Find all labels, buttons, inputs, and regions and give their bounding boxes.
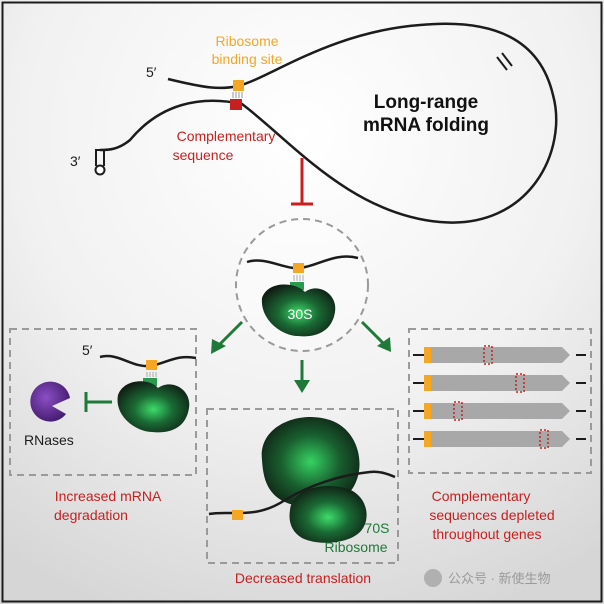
depleted-line3: throughout genes [433, 526, 542, 542]
title-line1: Long-range [374, 92, 479, 113]
gene-rbs [424, 431, 431, 447]
outcome-arrows [211, 320, 391, 393]
folding-panel: 5′ 3′ Ribosome binding site Complementar… [70, 22, 558, 224]
30s-binding-site [290, 282, 304, 290]
watermark-text: 公众号 · 新使生物 [448, 571, 551, 586]
degradation-line2: degradation [54, 507, 128, 523]
rbs-middle [232, 510, 243, 520]
large-subunit-50s [261, 416, 360, 507]
five-prime-top-label: 5′ [146, 64, 157, 80]
genes-panel [408, 328, 592, 474]
degradation-box [9, 328, 197, 476]
title-line2: mRNA folding [363, 115, 489, 136]
gene-4 [413, 429, 586, 449]
gene-rows [413, 345, 586, 449]
rbs-label-line1: Ribosome [215, 33, 278, 49]
mrna-upper-strand [99, 22, 558, 224]
translation-box [206, 408, 399, 564]
complementary-site-mark [483, 345, 493, 365]
rbs-left [146, 360, 157, 370]
translation-panel: 70S Ribosome [206, 408, 399, 564]
terminator-hairpin [95, 149, 105, 166]
rbs-label-line2: binding site [212, 51, 283, 67]
gene-rbs [424, 403, 431, 419]
inhibition-symbol [291, 158, 313, 206]
gene-body [430, 431, 570, 447]
gene-rbs [424, 375, 431, 391]
gene-3 [413, 401, 586, 421]
ribosome-binding-site [233, 80, 244, 91]
depleted-line2: sequences depleted [429, 507, 554, 523]
gene-body [430, 403, 570, 419]
pairing-in-circle [293, 275, 304, 281]
complementary-sequence [230, 99, 242, 110]
30s-label: 30S [288, 306, 313, 322]
gene-2 [413, 373, 586, 393]
arrow-to-genes [360, 320, 386, 346]
degradation-panel: 5′ RNases [9, 328, 197, 476]
ribosome-word-label: Ribosome [324, 539, 387, 555]
gene-body [430, 375, 570, 391]
wechat-icon [424, 569, 442, 587]
break-mark [496, 52, 513, 71]
gene-body [430, 347, 570, 363]
inhibition-rnase [84, 392, 112, 412]
30s-subunit [261, 284, 336, 337]
arrow-to-degradation-head [211, 339, 226, 354]
30s-subunit-left [117, 381, 190, 433]
five-prime-left-label: 5′ [82, 342, 93, 358]
translation-label: Decreased translation [235, 570, 371, 586]
gene-rbs [424, 347, 431, 363]
comp-label-line1: Complementary [177, 128, 276, 144]
complementary-site-mark [515, 373, 525, 393]
30s-binding-left [143, 378, 157, 386]
comp-label-line2: sequence [173, 147, 234, 163]
arrow-to-genes-head [377, 337, 391, 352]
initiation-circle: 30S [235, 218, 369, 352]
rbs-in-circle [293, 263, 304, 273]
terminator-loop [94, 164, 106, 176]
gene-1 [413, 345, 586, 365]
rnases-label: RNases [24, 432, 74, 448]
arrow-to-translation-head [294, 380, 310, 393]
rnase-icon [30, 381, 70, 422]
depleted-line1: Complementary [432, 488, 531, 504]
watermark: 公众号 · 新使生物 [424, 569, 551, 587]
complementary-site-mark [453, 401, 463, 421]
small-subunit-30s [289, 486, 367, 543]
pairing-left [146, 372, 157, 377]
70s-label: 70S [365, 520, 390, 536]
complementary-site-mark [539, 429, 549, 449]
genes-box [408, 328, 592, 474]
base-pairing-lines [232, 92, 243, 98]
arrow-to-degradation [216, 320, 244, 348]
degradation-line1: Increased mRNA [55, 488, 162, 504]
three-prime-label: 3′ [70, 153, 81, 169]
